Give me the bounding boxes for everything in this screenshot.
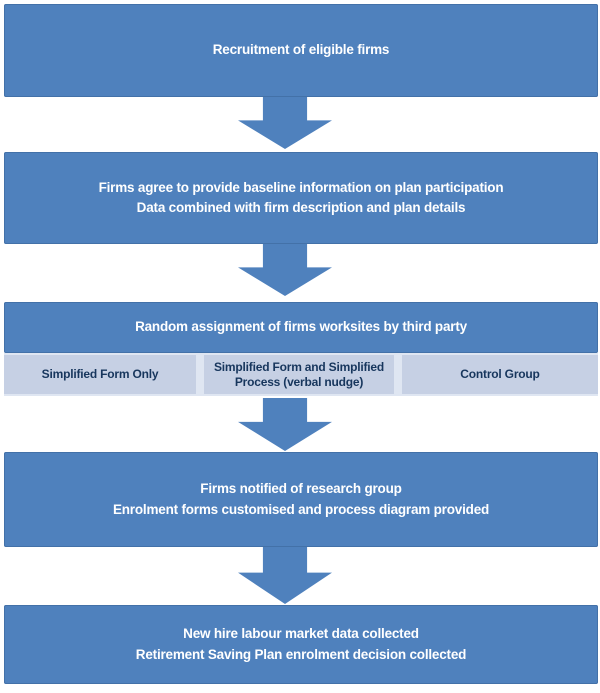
step-box-firms-notified: Firms notified of research group Enrolme… — [4, 452, 598, 547]
group-cell-simplified-form-and-process: Simplified Form and Simplified Process (… — [204, 355, 394, 394]
step-text: Data combined with firm description and … — [136, 200, 466, 215]
step-text: Firms agree to provide baseline informat… — [98, 179, 504, 195]
cell-separator — [394, 353, 402, 396]
step-box-random-assignment: Random assignment of firms worksites by … — [4, 302, 598, 353]
step-text: Firms notified of research group — [200, 481, 402, 497]
step-box-data-collected: New hire labour market data collected Re… — [4, 605, 598, 684]
down-arrow — [238, 398, 332, 451]
down-arrow — [238, 547, 332, 604]
down-arrow — [238, 244, 332, 296]
group-cell-control-group: Control Group — [402, 355, 598, 394]
step-text: Enrolment forms customised and process d… — [112, 501, 490, 517]
cell-separator — [196, 353, 204, 396]
step-box-baseline-information: Firms agree to provide baseline informat… — [4, 152, 598, 244]
group-cell-simplified-form-only: Simplified Form Only — [4, 355, 196, 394]
step-text: Random assignment of firms worksites by … — [135, 319, 467, 335]
step-text: Recruitment of eligible firms — [212, 42, 390, 58]
step-box-recruitment: Recruitment of eligible firms — [4, 4, 598, 97]
down-arrow — [238, 97, 332, 149]
step-text: Retirement Saving Plan enrolment decisio… — [135, 646, 467, 662]
assignment-groups-row: Simplified Form Only Simplified Form and… — [4, 353, 598, 396]
step-text: New hire labour market data collected — [183, 626, 419, 642]
group-label: Simplified Form Only — [41, 367, 159, 381]
group-label: Simplified Form and Simplified Process (… — [213, 359, 385, 389]
group-label: Control Group — [460, 367, 540, 381]
